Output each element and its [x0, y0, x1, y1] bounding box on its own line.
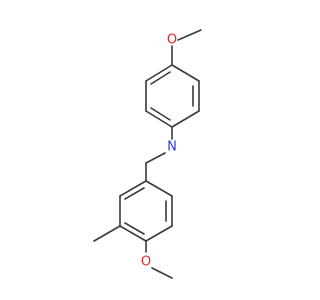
oxygen-atom-bottom: O: [141, 255, 151, 270]
bond-methyl-ring: [93, 225, 121, 242]
bond-methyl-o-top: [177, 29, 202, 41]
molecule-structure-diagram: O N O: [93, 29, 202, 279]
oxygen-atom-top: O: [167, 33, 177, 48]
nitrogen-atom: N: [167, 140, 177, 155]
lower-benzene-ring: [119, 180, 173, 242]
atom-label-o-top: O: [167, 33, 177, 48]
atom-label-n: N: [167, 140, 177, 155]
atom-label-o-bottom: O: [141, 255, 151, 270]
bond-n-ch2: [145, 152, 166, 164]
bond-o-bottom-methyl: [151, 267, 173, 279]
upper-benzene-ring: [145, 64, 200, 128]
